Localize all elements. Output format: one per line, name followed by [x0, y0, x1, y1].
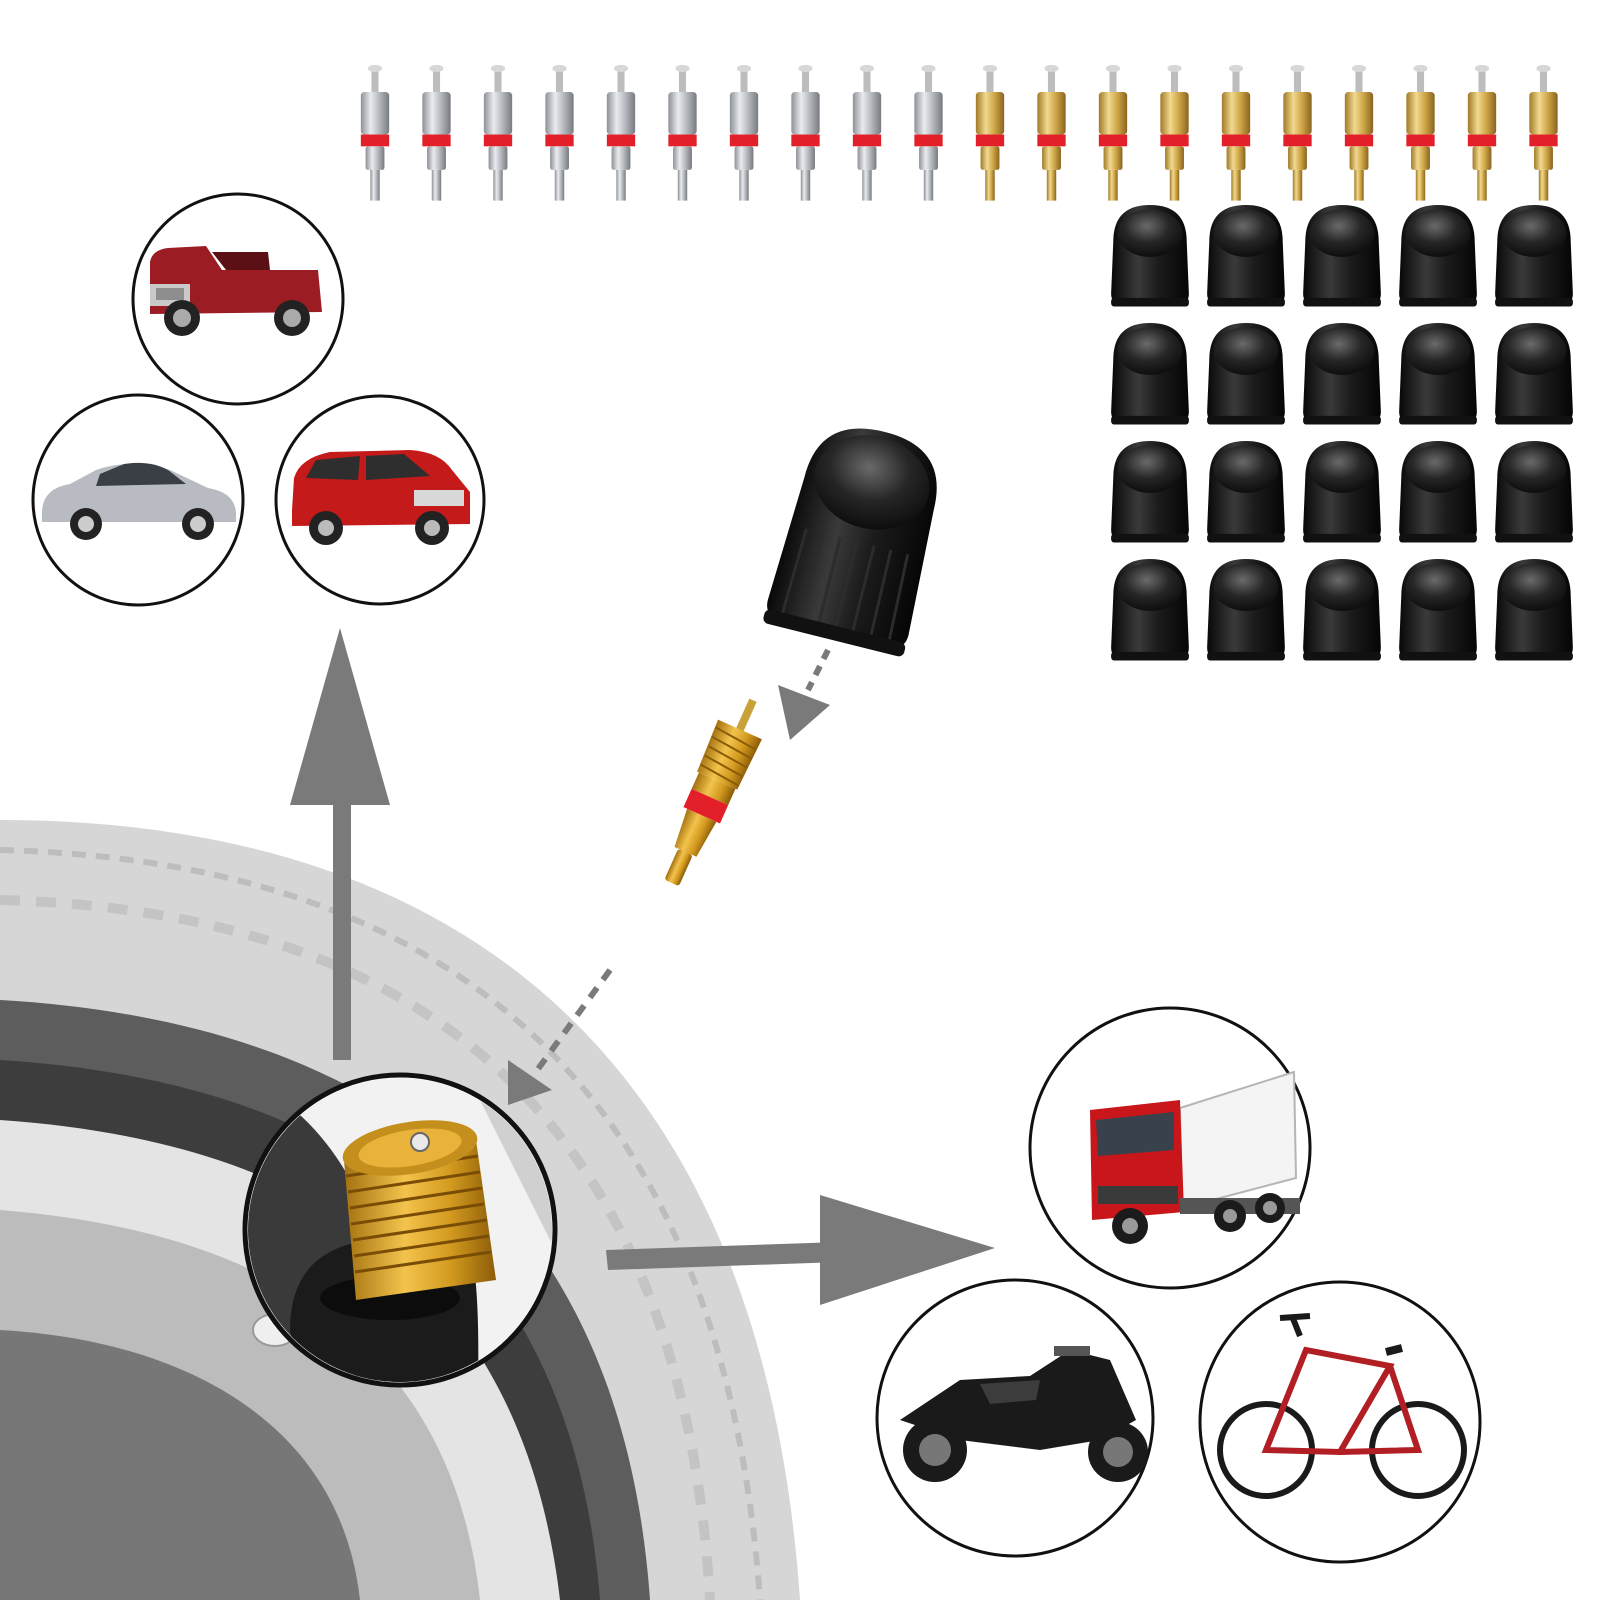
valve-core-silver: [914, 64, 943, 201]
valve-cap: [1303, 441, 1381, 543]
vehicle-circle-sedan: [31, 393, 245, 607]
valve-core-row: [360, 64, 1558, 201]
large-valve-cap: [763, 428, 937, 657]
arrow-right: [606, 1195, 995, 1305]
valve-core-brass: [1406, 64, 1435, 201]
valve-cap: [1495, 441, 1573, 543]
valve-cap: [1303, 323, 1381, 425]
valve-core-brass: [1467, 64, 1497, 201]
sedan-icon: [42, 462, 236, 540]
vehicle-circle-motorcycle: [875, 1278, 1155, 1558]
valve-cap: [1111, 441, 1189, 543]
valve-cap: [1399, 323, 1477, 425]
valve-cap: [1111, 323, 1189, 425]
arrows: [290, 628, 995, 1305]
valve-cap: [1495, 323, 1573, 425]
valve-core-brass: [1160, 64, 1189, 201]
arrow-core-to-valve: [508, 968, 613, 1105]
suv-icon: [292, 450, 470, 545]
arrow-up: [290, 628, 390, 1060]
valve-cap: [1207, 205, 1285, 307]
valve-closeup: [242, 1072, 558, 1388]
valve-core-silver: [422, 64, 451, 201]
valve-cap: [1399, 205, 1477, 307]
valve-core-silver: [483, 64, 513, 201]
bicycle-icon: [1217, 1313, 1467, 1499]
valve-cap: [1399, 441, 1477, 543]
valve-core-silver: [729, 64, 759, 201]
valve-core-silver: [668, 64, 697, 201]
valve-cap: [1207, 559, 1285, 661]
valve-core-brass: [1283, 64, 1312, 201]
valve-cap: [1399, 559, 1477, 661]
valve-cap: [1495, 205, 1573, 307]
pickup-truck-icon: [150, 246, 322, 336]
valve-core-brass: [1529, 64, 1558, 201]
valve-cap-grid: [1111, 205, 1573, 661]
valve-cap: [1303, 559, 1381, 661]
valve-core-silver: [545, 64, 574, 201]
box-truck-icon: [1090, 1070, 1300, 1244]
valve-core-brass: [1344, 64, 1374, 201]
motorcycle-icon: [900, 1346, 1148, 1482]
vehicle-circle-bicycle: [1198, 1280, 1482, 1564]
vehicle-circle-pickup: [131, 192, 345, 406]
valve-core-brass: [1037, 64, 1066, 201]
valve-cap: [1303, 205, 1381, 307]
valve-core-brass: [975, 64, 1005, 201]
valve-cap: [1111, 205, 1189, 307]
valve-core-silver: [360, 64, 390, 201]
valve-core-silver: [852, 64, 882, 201]
valve-cap: [1207, 441, 1285, 543]
valve-cap: [1207, 323, 1285, 425]
valve-core-silver: [606, 64, 636, 201]
vehicle-circle-box-truck: [1028, 1006, 1312, 1290]
arrow-cap-to-core: [778, 648, 831, 740]
valve-core-brass: [1098, 64, 1128, 201]
vehicle-circle-suv: [274, 394, 486, 606]
large-valve-core: [665, 698, 762, 886]
valve-cap: [1495, 559, 1573, 661]
valve-cap: [1111, 559, 1189, 661]
valve-core-brass: [1221, 64, 1251, 201]
tire: [0, 820, 800, 1600]
valve-core-silver: [791, 64, 820, 201]
